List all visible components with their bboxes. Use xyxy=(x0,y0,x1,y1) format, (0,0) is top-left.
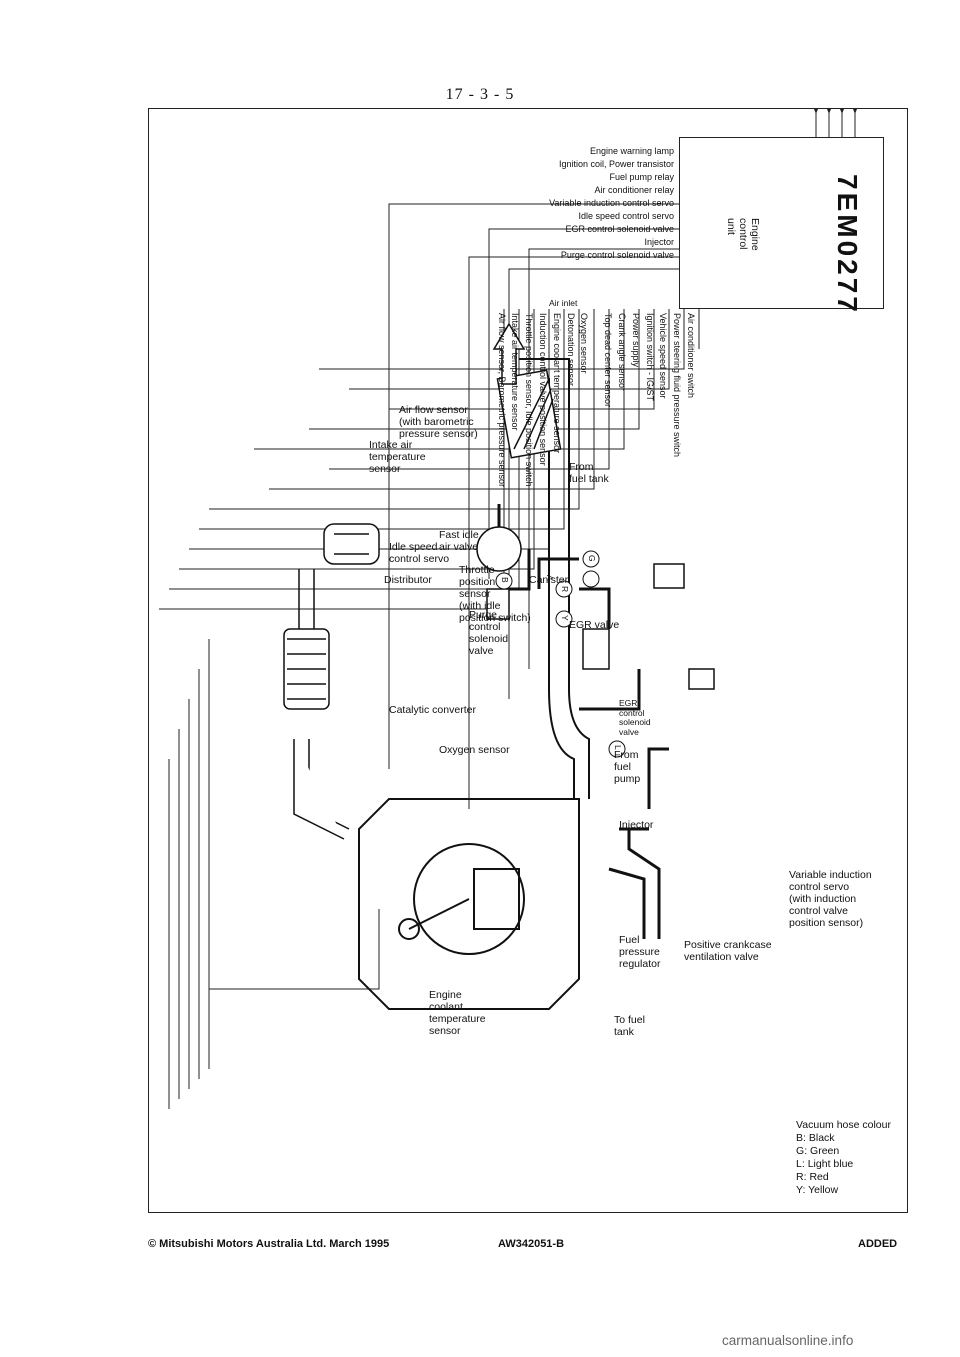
diagram-frame: 7EM0277 Engine control unit Air conditio… xyxy=(148,108,908,1213)
label-intake-air-temp: Intake air temperature sensor xyxy=(369,439,426,475)
diagram-canvas: 7EM0277 Engine control unit Air conditio… xyxy=(149,109,909,1214)
output-signal: Variable induction control servo xyxy=(549,198,674,208)
label-air-flow-sensor: Air flow sensor (with barometric pressur… xyxy=(399,404,478,440)
label-to-fuel-tank: To fuel tank xyxy=(614,1014,645,1038)
input-signal: Engine coolant temperature sensor xyxy=(551,313,562,454)
label-variable-induction: Variable induction control servo (with i… xyxy=(789,869,872,929)
copyright-footer: © Mitsubishi Motors Australia Ltd. March… xyxy=(148,1238,390,1250)
hose-tag-l: L xyxy=(613,745,623,750)
label-air-inlet: Air inlet xyxy=(549,298,578,308)
diagram-code: 7EM0277 xyxy=(832,174,863,315)
output-signal: Purge control solenoid valve xyxy=(560,250,674,260)
label-fast-idle: Fast idle air valve xyxy=(439,529,479,553)
input-signal: Intake air temperature sensor xyxy=(510,313,521,431)
vacuum-hose-legend: Vacuum hose colour B: Black G: Green L: … xyxy=(796,1119,891,1196)
hose-tag-y: Y xyxy=(560,615,570,621)
output-engine-warning: Engine warning lamp xyxy=(589,146,674,156)
label-egr-valve: EGR valve xyxy=(569,619,620,631)
ecu-label: Engine control unit xyxy=(725,218,761,251)
output-signal: Ignition coil, Power transistor xyxy=(558,159,674,169)
label-from-fuel-tank: From fuel tank xyxy=(569,461,609,485)
input-signal: Vehicle speed sensor xyxy=(658,313,669,399)
output-signal: Injector xyxy=(644,237,674,247)
output-signal: Idle speed control servo xyxy=(578,211,674,221)
label-purge-valve: Purge control solenoid valve xyxy=(469,609,509,657)
label-pcv-valve: Positive crankcase ventilation valve xyxy=(684,939,772,963)
input-signal: Power supply xyxy=(630,313,641,368)
label-fuel-pressure-regulator: Fuel pressure regulator xyxy=(619,934,661,970)
input-signal: Crank angle sensor xyxy=(617,313,628,392)
label-injector: Injector xyxy=(619,819,654,831)
hose-tag-b: B xyxy=(500,577,510,583)
label-distributor: Distributor xyxy=(384,574,432,586)
output-signal: Fuel pump relay xyxy=(609,172,674,182)
output-signal: EGR control solenoid valve xyxy=(565,224,674,234)
label-coolant-temp-sensor: Engine coolant temperature sensor xyxy=(429,989,486,1037)
input-signal: Power steering fluid pressure switch xyxy=(672,313,683,458)
watermark: carmanualsonline.info xyxy=(722,1333,854,1348)
input-signal: Ignition switch - IG/ST xyxy=(644,313,655,402)
input-signal: Induction control valve position sensor xyxy=(538,313,549,466)
input-signal: Air conditioner switch xyxy=(686,313,696,399)
engine-control-unit: 7EM0277 Engine control unit xyxy=(679,137,884,315)
status-added: ADDED xyxy=(858,1238,898,1250)
label-oxygen-sensor: Oxygen sensor xyxy=(439,744,510,756)
document-code: AW342051-B xyxy=(498,1238,565,1250)
input-signal: Throttle position sensor, Idle position … xyxy=(524,313,535,487)
label-egr-solenoid: EGR control solenoid valve xyxy=(619,698,651,737)
hose-tag-a: A xyxy=(545,575,555,581)
label-from-fuel-pump: From fuel pump xyxy=(614,749,641,785)
page-number: 17 - 3 - 5 xyxy=(445,86,515,103)
hose-tag-r: R xyxy=(560,586,570,593)
hose-tag-g: G xyxy=(587,555,597,562)
label-catalytic-converter: Catalytic converter xyxy=(389,704,476,716)
input-signal: Air flow sensor, Barometric pressure sen… xyxy=(496,313,507,488)
output-signal: Air conditioner relay xyxy=(594,185,674,195)
